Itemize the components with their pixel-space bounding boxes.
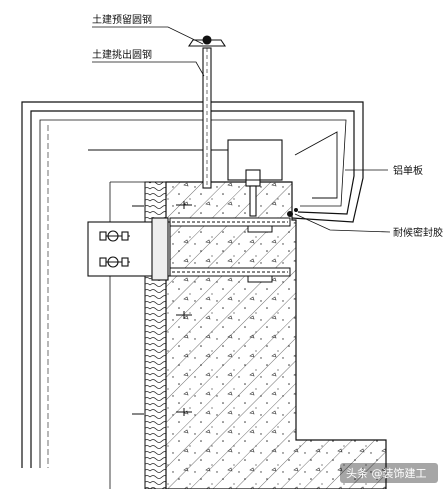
sealant-joint [287, 208, 298, 217]
watermark-text: 头条 @装饰建工 [346, 466, 427, 480]
label-top-2: 土建挑出圆钢 [92, 48, 152, 61]
steel-rod-assembly [187, 35, 283, 217]
label-right-2: 耐候密封胶 [393, 226, 443, 239]
watermark: 头条 @装饰建工 [340, 463, 438, 483]
label-right-1: 铝单板 [393, 164, 423, 177]
label-top-1: 土建预留圆钢 [92, 13, 152, 26]
leader-lines [92, 26, 391, 233]
concrete-structure [165, 181, 387, 489]
insulation-clips [132, 201, 192, 416]
aluminum-panel [21, 101, 364, 468]
connector-bracket [87, 217, 171, 281]
